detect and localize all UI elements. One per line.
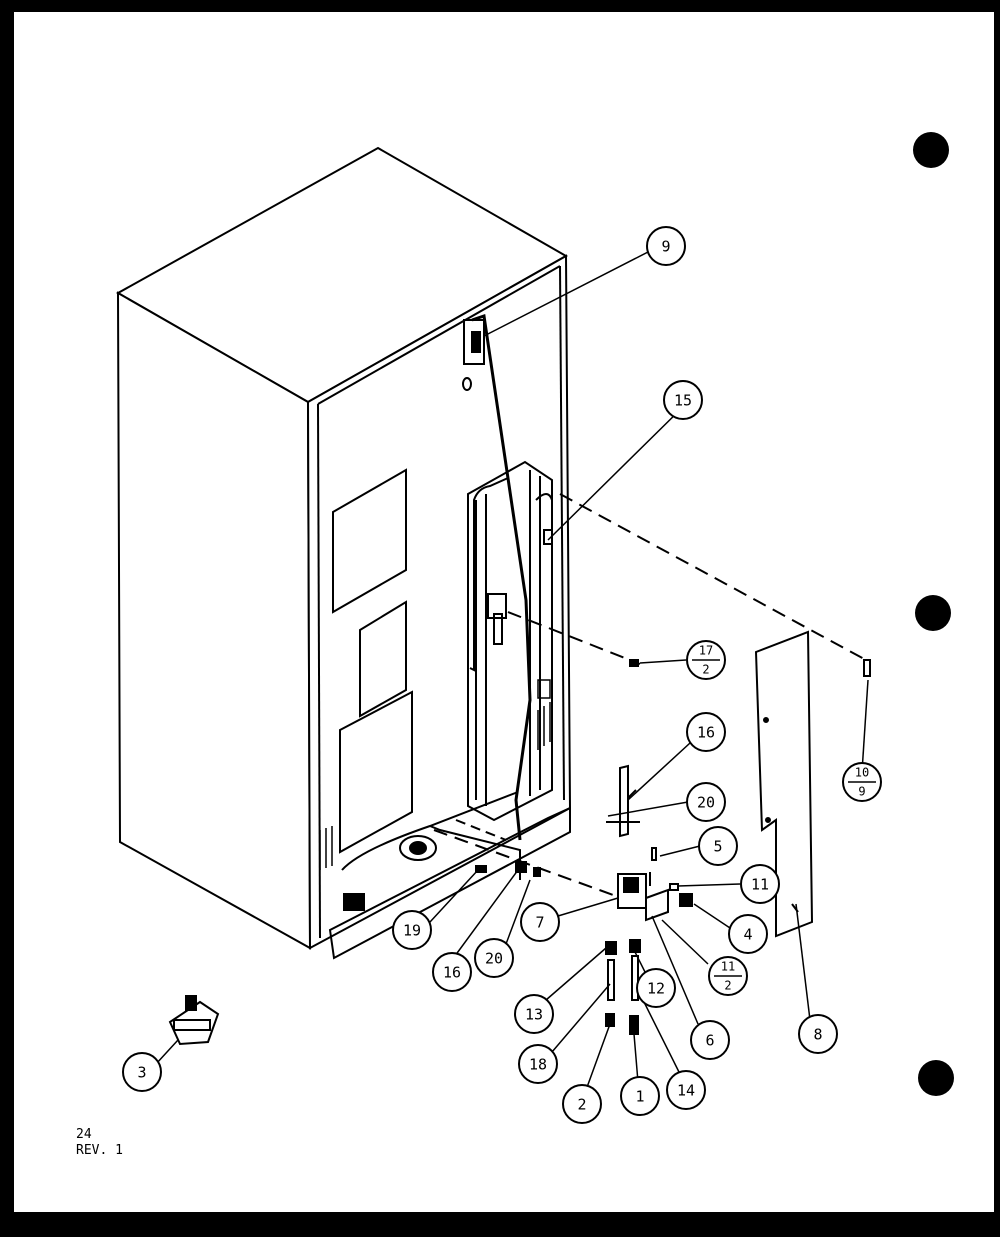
callout-10-bottom: 9 [858,785,865,799]
callout-16-lower: 16 [443,964,461,982]
revision-label: REV. 1 [76,1143,123,1158]
water-valve-part [168,995,220,1046]
valve-fittings [605,939,641,1035]
clip [629,659,639,667]
fraction-dividers [692,659,876,977]
callout-4: 4 [743,926,752,944]
callout-9: 9 [661,238,670,256]
callout-10-top: 10 [855,766,869,780]
tube-bracket [606,764,640,838]
callout-14: 14 [677,1082,695,1100]
callout-19: 19 [403,922,421,940]
refrigerator-cabinet [115,146,572,960]
callout-5: 5 [713,838,722,856]
callout-labels: 9 15 17 2 10 9 16 20 5 11 4 11 2 8 7 19 … [137,238,869,1114]
back-cover-panel [754,630,814,938]
callout-15: 15 [674,392,692,410]
callout-3: 3 [137,1064,146,1082]
callout-16: 16 [697,724,715,742]
page-number: 24 [76,1127,92,1142]
callout-17-bottom: 2 [702,663,709,677]
binder-hole-icon [913,132,949,168]
callout-7: 7 [535,914,544,932]
callout-17-top: 17 [699,644,713,658]
callout-8: 8 [813,1026,822,1044]
callout-11: 11 [751,876,769,894]
callout-11-bottom: 2 [724,979,731,993]
water-valve-assembly [617,847,693,922]
binder-hole-icon [915,595,951,631]
callout-20-lower: 20 [485,950,503,968]
callout-2: 2 [577,1096,586,1114]
callout-6: 6 [705,1032,714,1050]
callout-circles [122,226,882,1124]
panel-screw [863,659,871,677]
binder-hole-icon [918,1060,954,1096]
callout-18: 18 [529,1056,547,1074]
callout-13: 13 [525,1006,543,1024]
callout-12: 12 [647,980,665,998]
callout-11-top: 11 [721,960,735,974]
tube-nut [475,861,541,877]
callout-1: 1 [635,1088,644,1106]
leader-lines [155,251,869,1091]
scan-bottom-edge [0,1212,1000,1237]
callout-20: 20 [697,794,715,812]
